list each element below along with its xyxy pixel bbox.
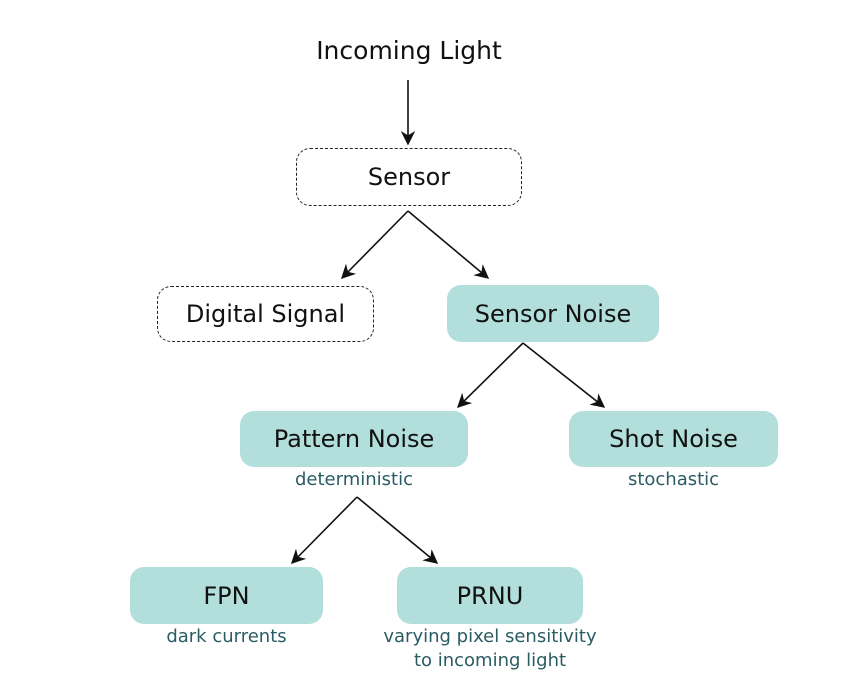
node-digital-signal-label: Digital Signal xyxy=(185,300,346,328)
edge-sensor-noise-to-shot-noise xyxy=(522,342,606,408)
node-sensor-label: Sensor xyxy=(367,163,451,191)
node-digital-signal: Digital Signal xyxy=(157,286,374,342)
node-fpn-label: FPN xyxy=(203,581,250,610)
caption-stochastic: stochastic xyxy=(627,469,720,490)
edge-sensor-to-digital-signal xyxy=(340,210,409,280)
caption-deterministic: deterministic xyxy=(295,469,413,490)
node-shot-noise-label: Shot Noise xyxy=(609,425,738,453)
node-prnu-label: PRNU xyxy=(456,581,524,610)
node-pattern-noise: Pattern Noise xyxy=(240,411,468,467)
node-pattern-noise-label: Pattern Noise xyxy=(273,425,435,453)
node-sensor: Sensor xyxy=(296,148,522,206)
caption-dark-currents: dark currents xyxy=(166,626,287,647)
caption-prnu-line-1: varying pixel sensitivity xyxy=(383,626,597,647)
root-label-incoming-light: Incoming Light xyxy=(316,36,502,65)
caption-prnu: varying pixel sensitivity to incoming li… xyxy=(350,625,630,673)
edge-pattern-noise-to-fpn xyxy=(290,496,358,565)
caption-prnu-line-2: to incoming light xyxy=(413,650,567,671)
node-shot-noise: Shot Noise xyxy=(569,411,778,467)
node-fpn: FPN xyxy=(130,567,323,624)
edge-pattern-noise-to-prnu xyxy=(356,496,439,564)
node-sensor-noise-label: Sensor Noise xyxy=(474,299,632,328)
node-prnu: PRNU xyxy=(397,567,583,624)
edge-sensor-noise-to-pattern-noise xyxy=(456,342,524,409)
node-sensor-noise: Sensor Noise xyxy=(447,285,659,342)
edge-sensor-to-sensor-noise xyxy=(407,210,490,279)
